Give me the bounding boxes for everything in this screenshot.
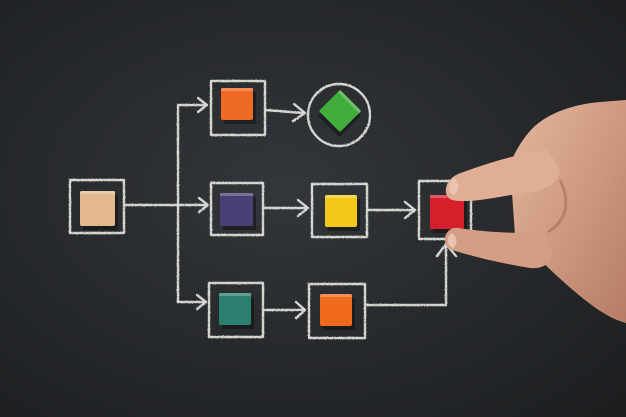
block-face [221, 88, 253, 120]
chalk-drawing [68, 79, 473, 340]
hand-thumb [444, 227, 552, 269]
block-face [325, 195, 357, 227]
block-bottom-2 [320, 294, 355, 330]
block-face [319, 90, 361, 132]
block-highlight [221, 88, 253, 91]
hand-fingernail [448, 178, 459, 195]
connector-bottom2-to-goal [363, 243, 448, 307]
hand [444, 100, 626, 323]
block-highlight [220, 193, 253, 196]
block-face [219, 293, 251, 325]
frame-start [68, 178, 126, 235]
block-highlight [219, 293, 251, 296]
block-highlight [320, 294, 352, 297]
blocks-layer [80, 88, 467, 330]
arrowhead-middle2 [296, 198, 310, 218]
arrowhead-goal [403, 200, 417, 220]
block-goal [430, 195, 467, 233]
arrowhead-middle [197, 196, 210, 214]
block-top [221, 88, 256, 124]
arrowhead-bottom [195, 293, 208, 311]
hand-thumbnail [447, 233, 457, 248]
block-face [220, 193, 253, 226]
block-middle [220, 193, 256, 230]
frame-top [209, 79, 267, 137]
frame-top-end [306, 82, 372, 148]
block-face [430, 195, 464, 229]
arrowhead-bottom2 [294, 300, 307, 320]
block-highlight [325, 195, 357, 198]
hand-knuckle-shade [547, 179, 568, 234]
arrowhead-top [196, 96, 209, 114]
block-highlight [337, 89, 362, 114]
hand-index-finger [445, 150, 560, 202]
block-bottom [219, 293, 254, 329]
block-face [320, 294, 352, 326]
arrowhead-circle [291, 102, 307, 123]
block-highlight [430, 195, 464, 198]
block-middle-2 [325, 195, 360, 231]
block-start [80, 191, 118, 230]
block-face [80, 191, 115, 226]
connector-top-to-circle [263, 108, 305, 115]
block-highlight [80, 191, 115, 194]
frame-bottom-2 [307, 282, 367, 340]
